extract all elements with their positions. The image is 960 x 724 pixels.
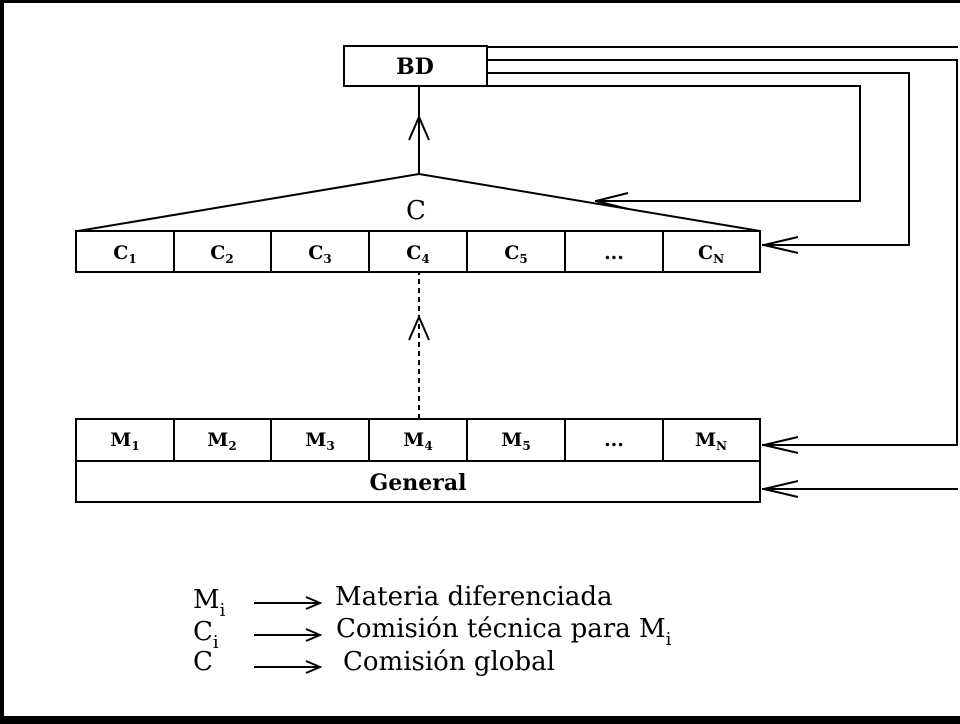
roof-right-line	[418, 173, 761, 232]
commission-cell-N: CN	[698, 242, 724, 266]
legend-text: Comisión global	[343, 647, 555, 677]
commission-cell-sub: 4	[421, 252, 429, 266]
subject-cell-base: M	[695, 429, 716, 451]
general-box	[75, 460, 761, 503]
legend-symbol: C	[193, 647, 213, 677]
global-commission-label: C	[406, 196, 426, 226]
legend-arrow-head	[305, 660, 323, 674]
commission-cell-base: C	[113, 242, 128, 264]
legend-text: Materia diferenciada	[335, 582, 613, 612]
subject-cell-1: M1	[110, 429, 139, 453]
commission-cell-sub: N	[713, 252, 724, 266]
subject-cell-2: M2	[207, 429, 236, 453]
subject-cell-3: M3	[305, 429, 334, 453]
general-arrowhead	[763, 480, 799, 498]
legend-item-global: C Comisión global	[193, 647, 555, 677]
subject-cell-N: MN	[695, 429, 727, 453]
db-feedback-global-line	[487, 85, 861, 202]
diagram-panel	[4, 3, 960, 716]
commission-cell-2: C2	[210, 242, 233, 266]
commission-row-arrowhead	[763, 236, 799, 254]
global-commission-arrowhead	[595, 192, 629, 210]
legend-symbol: M	[193, 585, 220, 615]
subject-cell-base: M	[110, 429, 131, 451]
commission-cell-5: C5	[504, 242, 527, 266]
commission-cell-sub: 5	[519, 252, 527, 266]
commission-cell-1: C1	[113, 242, 136, 266]
subject-cell-sub: 5	[522, 439, 530, 453]
apex-to-db-arrowhead	[408, 114, 430, 141]
subject-cell-5: M5	[501, 429, 530, 453]
legend-arrow-head	[305, 596, 323, 610]
db-feedback-commission-line	[487, 72, 910, 246]
legend-item-subject: Mi Materia diferenciada	[193, 582, 613, 623]
commission-cell-sub: 3	[323, 252, 331, 266]
legend-item-commission: Ci Comisión técnica para Mi	[193, 614, 672, 655]
commission-cell-base: C	[210, 242, 225, 264]
database-box	[343, 45, 488, 87]
subject-row-arrowhead	[763, 436, 799, 454]
subject-cell-base: M	[305, 429, 326, 451]
legend-text-sub: i	[666, 629, 672, 650]
commission-cell-base: C	[698, 242, 713, 264]
db-feedback-subject-line	[487, 59, 958, 446]
commission-cell-sub: 1	[128, 252, 136, 266]
subject-to-commission-arrowhead	[408, 314, 430, 341]
subject-cell-4: M4	[403, 429, 432, 453]
commission-cell-ellipsis: ...	[604, 242, 624, 264]
roof-left-line	[77, 173, 420, 232]
commission-cell-base: C	[308, 242, 323, 264]
commission-cell-base: C	[504, 242, 519, 264]
legend-arrow-head	[305, 628, 323, 642]
subject-cell-ellipsis: ...	[604, 429, 624, 451]
subject-cell-base: ...	[604, 429, 624, 451]
legend-symbol-sub: i	[220, 600, 226, 621]
subject-cell-base: M	[403, 429, 424, 451]
legend-symbol: C	[193, 617, 213, 647]
general-label: General	[370, 470, 467, 496]
database-label: BD	[396, 54, 434, 80]
subject-cell-sub: 2	[228, 439, 236, 453]
commission-cell-base: ...	[604, 242, 624, 264]
subject-cell-sub: N	[716, 439, 727, 453]
subject-cell-sub: 4	[424, 439, 432, 453]
commission-cell-base: C	[406, 242, 421, 264]
commission-cell-4: C4	[406, 242, 429, 266]
subject-cell-base: M	[207, 429, 228, 451]
subject-cell-sub: 3	[326, 439, 334, 453]
commission-cell-3: C3	[308, 242, 331, 266]
legend-text: Comisión técnica para M	[336, 614, 666, 644]
subject-cell-base: M	[501, 429, 522, 451]
legend: Mi Materia diferenciada Ci Comisión técn…	[193, 582, 672, 677]
legend-symbol-sub: i	[213, 632, 219, 653]
commission-cell-sub: 2	[225, 252, 233, 266]
subject-cell-sub: 1	[131, 439, 139, 453]
